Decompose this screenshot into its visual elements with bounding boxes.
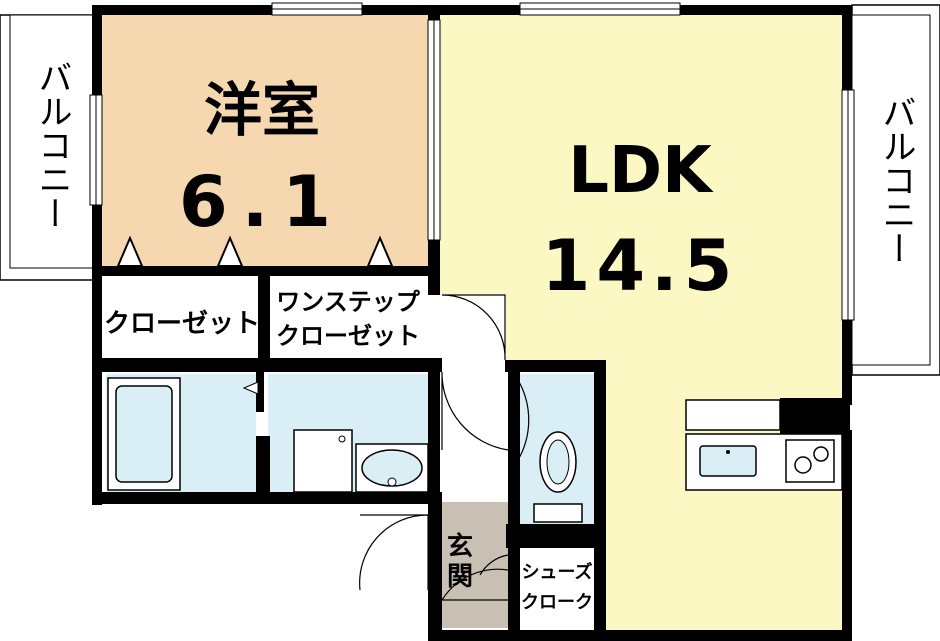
- stove-icon: [785, 439, 835, 483]
- shoe-cloak-line2: クローク: [521, 592, 593, 613]
- ldk-name: LDK: [568, 134, 714, 208]
- closet-label: クローゼット: [104, 309, 260, 339]
- western-room-size: 6.1: [179, 161, 345, 243]
- one-step-closet-line1: ワンステップ: [276, 288, 421, 316]
- shoe-cloak-line1: シューズ: [521, 561, 592, 583]
- entrance-line1: 玄: [447, 531, 473, 562]
- balcony-right-label: バルコニー: [876, 95, 916, 265]
- wash-basin-icon: [355, 443, 429, 493]
- kitchen-sink-icon: [699, 445, 757, 477]
- door-swings: [359, 294, 530, 601]
- one-step-closet-line2: クローゼット: [276, 322, 420, 350]
- balcony-left: バルコニー: [0, 14, 95, 281]
- washing-machine-icon: [293, 429, 353, 493]
- hallway: [440, 298, 506, 502]
- closet-door-markers: [116, 235, 394, 267]
- entrance-line2: 関: [447, 562, 473, 592]
- balcony-left-label: バルコニー: [32, 60, 72, 230]
- western-room-name: 洋室: [204, 76, 320, 144]
- faucet-marker-icon: [242, 381, 259, 395]
- balcony-right: バルコニー: [851, 4, 940, 376]
- bathtub-icon: [107, 377, 181, 491]
- shoe-cloak-room: [516, 548, 594, 630]
- closet-room: [106, 276, 258, 358]
- western-room: [100, 14, 430, 268]
- ldk-size: 14.5: [542, 225, 739, 307]
- kitchen-counter: [685, 399, 843, 491]
- toilet-icon: [533, 431, 583, 523]
- entrance-floor: [442, 502, 510, 628]
- windows: [89, 2, 855, 321]
- one-step-closet-room: [270, 276, 426, 358]
